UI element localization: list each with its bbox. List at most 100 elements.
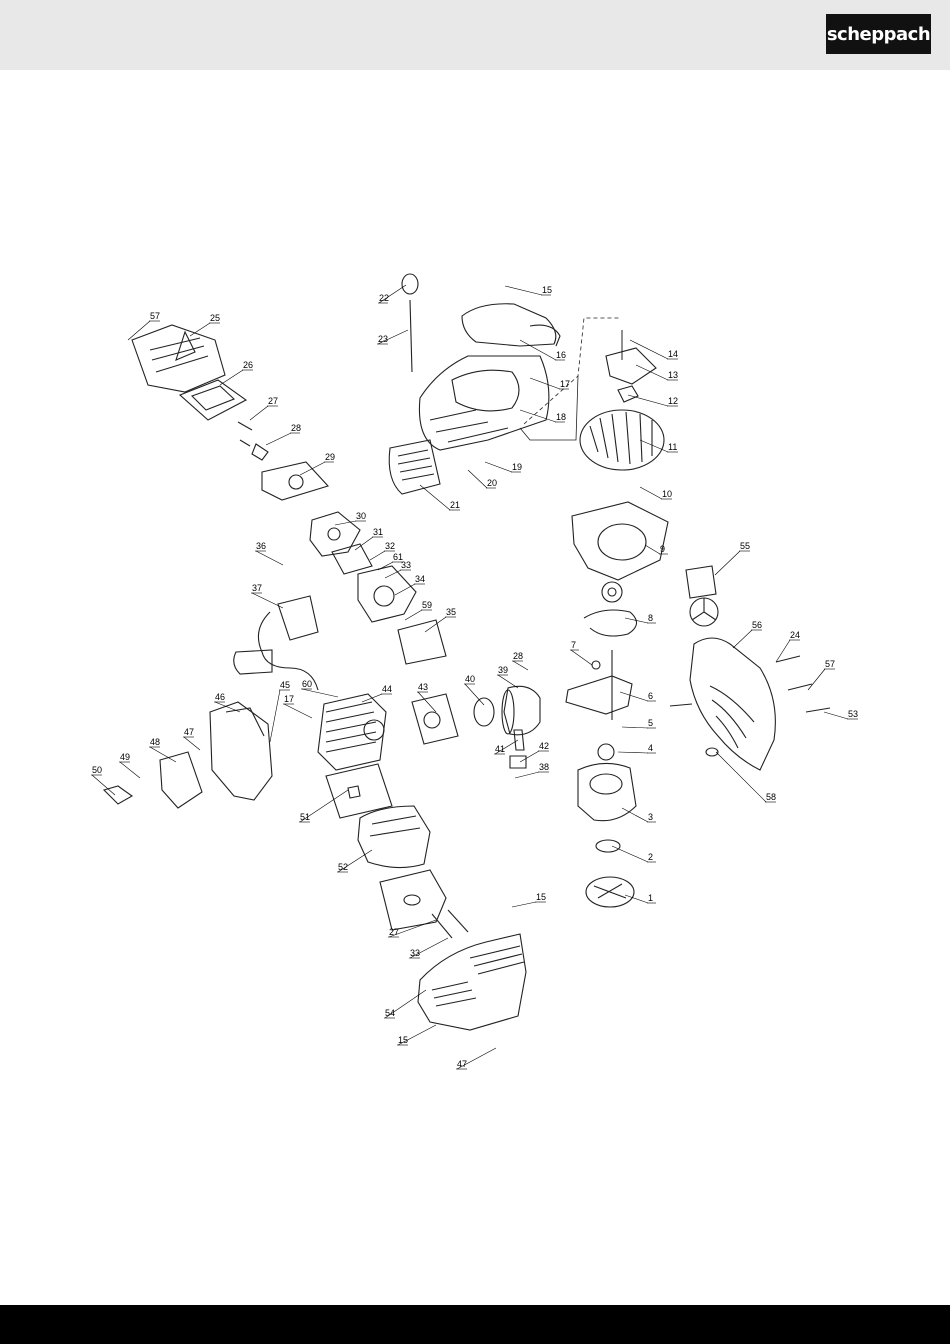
part-number: 44 xyxy=(382,684,392,694)
part-label-p1: 1 xyxy=(625,893,656,903)
leader-line xyxy=(302,689,338,697)
part-number: 33 xyxy=(410,948,420,958)
part-number: 17 xyxy=(284,694,294,704)
part-label-p10: 10 xyxy=(640,487,672,499)
leader-line xyxy=(190,323,210,336)
leader-line xyxy=(630,340,668,359)
part-label-p61: 61 xyxy=(378,552,403,570)
part-number: 42 xyxy=(539,741,549,751)
part-label-p32: 32 xyxy=(370,541,395,560)
part-number: 50 xyxy=(92,765,102,775)
part-label-p23: 23 xyxy=(377,330,408,344)
crankcase-cover-part xyxy=(572,502,668,580)
part-number: 1 xyxy=(648,893,653,903)
part-number: 29 xyxy=(325,452,335,462)
part-number: 27 xyxy=(268,396,278,406)
part-number: 3 xyxy=(648,812,653,822)
leader-line xyxy=(571,650,592,665)
part-label-p58: 58 xyxy=(716,752,776,802)
carburetor-plate-part xyxy=(262,462,328,500)
part-number: 18 xyxy=(556,412,566,422)
leader-line xyxy=(420,485,450,510)
part-label-p4: 4 xyxy=(618,743,656,753)
part-label-p48: 48 xyxy=(149,737,176,762)
leader-line xyxy=(520,410,556,422)
part-number: 45 xyxy=(280,680,290,690)
part-number: 22 xyxy=(379,293,389,303)
part-number: 60 xyxy=(302,679,312,689)
part-number: 4 xyxy=(648,743,653,753)
part-number: 24 xyxy=(790,630,800,640)
leader-line xyxy=(716,752,766,802)
leader-line xyxy=(184,737,200,750)
leader-line xyxy=(370,551,385,560)
part-label-p15b: 15 xyxy=(512,892,546,907)
leader-line xyxy=(120,762,140,778)
part-number: 38 xyxy=(539,762,549,772)
part-number: 47 xyxy=(457,1059,467,1069)
part-label-p8: 8 xyxy=(625,613,656,623)
leader-line xyxy=(498,675,518,688)
leader-line xyxy=(505,286,542,295)
part-number: 15 xyxy=(536,892,546,902)
part-label-p9: 9 xyxy=(645,544,668,554)
part-number: 48 xyxy=(150,737,160,747)
part-number: 33 xyxy=(401,560,411,570)
muffler-part xyxy=(358,806,430,868)
part-number: 54 xyxy=(385,1008,395,1018)
gasket-part xyxy=(332,544,372,574)
part-number: 31 xyxy=(373,527,383,537)
part-label-p42: 42 xyxy=(520,741,549,762)
part-label-p17a: 17 xyxy=(530,378,570,389)
air-filter-element-part xyxy=(180,380,246,420)
leader-line xyxy=(220,370,243,385)
part-number: 16 xyxy=(556,350,566,360)
insulator-plate-part xyxy=(398,620,446,664)
part-number: 52 xyxy=(338,862,348,872)
part-number: 34 xyxy=(415,574,425,584)
part-label-p59: 59 xyxy=(405,600,432,620)
part-label-p45: 45 xyxy=(270,680,290,742)
part-number: 28 xyxy=(513,651,523,661)
leader-line xyxy=(733,630,752,648)
leader-line xyxy=(530,378,560,389)
part-label-p60: 60 xyxy=(301,679,338,697)
part-number: 7 xyxy=(571,640,576,650)
part-number: 5 xyxy=(648,718,653,728)
part-number: 19 xyxy=(512,462,522,472)
part-label-p53: 53 xyxy=(824,709,858,719)
part-label-p35: 35 xyxy=(425,607,456,632)
part-label-p55a: 55 xyxy=(715,541,750,575)
part-label-p6: 6 xyxy=(620,691,656,701)
leader-line xyxy=(622,727,648,728)
part-label-p20: 20 xyxy=(468,470,497,488)
part-label-p47b: 47 xyxy=(456,1048,496,1069)
ignition-coil-part xyxy=(278,596,318,640)
part-number: 26 xyxy=(243,360,253,370)
part-number: 14 xyxy=(668,349,678,359)
leader-line xyxy=(266,433,291,445)
part-number: 20 xyxy=(487,478,497,488)
part-label-p50: 50 xyxy=(91,765,115,795)
leader-line xyxy=(824,712,848,719)
part-label-p38: 38 xyxy=(515,762,549,778)
part-label-p33a: 33 xyxy=(385,560,411,578)
crankcase-part xyxy=(578,763,636,820)
part-number: 17 xyxy=(560,379,570,389)
leader-line xyxy=(250,406,268,420)
leader-line xyxy=(520,340,556,360)
mount-plate-part xyxy=(160,752,202,808)
part-label-p29: 29 xyxy=(300,452,335,475)
part-label-p28a: 28 xyxy=(266,423,301,445)
part-number: 41 xyxy=(495,744,505,754)
part-label-p5: 5 xyxy=(622,718,656,728)
part-label-p52: 52 xyxy=(337,850,372,872)
part-number: 9 xyxy=(660,544,665,554)
part-label-p33b: 33 xyxy=(409,938,448,958)
part-number: 12 xyxy=(668,396,678,406)
part-number: 23 xyxy=(378,334,388,344)
leader-line xyxy=(385,570,401,578)
leader-line xyxy=(418,692,436,712)
part-label-p28b: 28 xyxy=(512,651,528,670)
